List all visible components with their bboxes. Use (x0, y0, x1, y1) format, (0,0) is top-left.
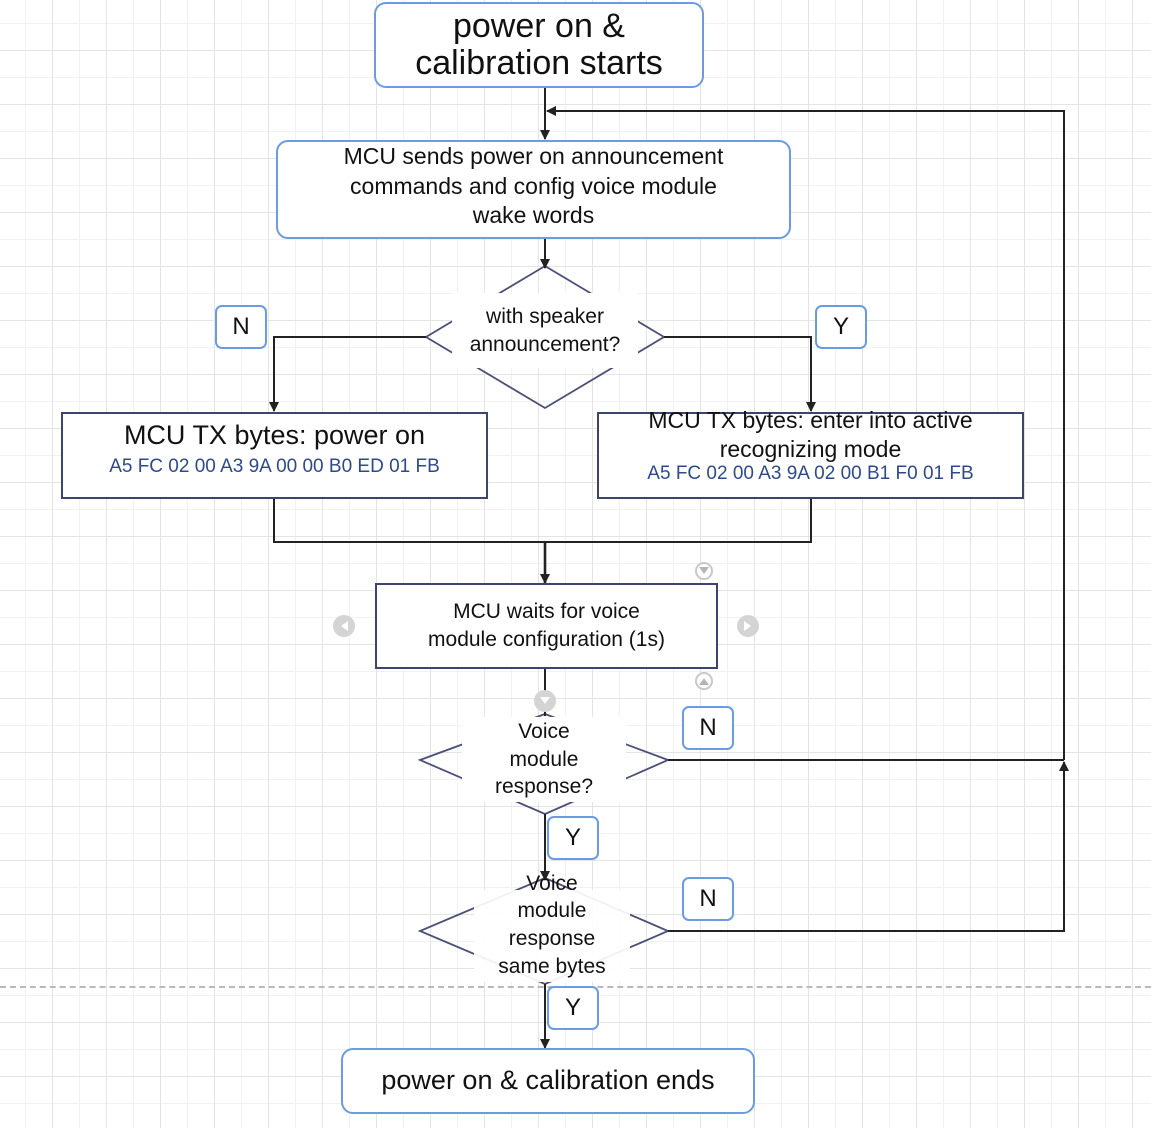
edge-loop-back (546, 106, 1065, 760)
tx-active-process[interactable]: MCU TX bytes: enter into active recogniz… (597, 407, 1024, 499)
edge-merge-left (273, 499, 545, 543)
decision-response-text: Voice module response? (462, 717, 626, 802)
decision-same-label: Voice module response same bytes (498, 871, 606, 978)
branch-label-same-no: N (682, 877, 734, 921)
branch-label-response-no: N (682, 706, 734, 750)
edge-speaker-yes (664, 336, 816, 412)
branch-label-response-yes: Y (547, 816, 599, 860)
branch-label-text: N (232, 313, 250, 340)
announce-process[interactable]: MCU sends power on announcement commands… (276, 140, 791, 239)
edge-speaker-no (269, 336, 426, 412)
tx-power-on-process[interactable]: MCU TX bytes: power on A5 FC 02 00 A3 9A… (61, 412, 488, 499)
branch-label-text: N (699, 714, 717, 741)
wait-label: MCU waits for voice module configuration… (428, 600, 665, 651)
branch-label-yes: Y (815, 305, 867, 349)
connect-handle-right[interactable] (737, 615, 759, 637)
branch-label-text: N (699, 885, 717, 912)
edge-merge-right (545, 499, 812, 543)
branch-label-text: Y (564, 994, 581, 1021)
triangle-up-icon (699, 678, 709, 685)
start-terminal[interactable]: power on & calibration starts (374, 2, 704, 88)
connect-handle-top[interactable] (695, 562, 713, 580)
tx-power-on-bytes: A5 FC 02 00 A3 9A 00 00 B0 ED 01 FB (109, 455, 440, 477)
triangle-down-icon (540, 697, 550, 704)
decision-same-text: Voice module response same bytes (474, 872, 630, 982)
triangle-down-icon (699, 567, 709, 574)
start-label: power on & calibration starts (415, 7, 663, 82)
tx-active-title: MCU TX bytes: enter into active recogniz… (648, 407, 973, 463)
connect-handle-below[interactable] (534, 690, 556, 712)
tx-power-on-title: MCU TX bytes: power on (123, 420, 426, 450)
decision-speaker-label: with speaker announcement? (469, 304, 621, 356)
triangle-right-icon (744, 621, 751, 631)
edge-same-no (668, 761, 1069, 932)
wait-process[interactable]: MCU waits for voice module configuration… (375, 583, 718, 669)
triangle-left-icon (341, 621, 348, 631)
branch-label-text: Y (564, 824, 581, 851)
branch-label-no: N (215, 305, 267, 349)
branch-label-same-yes: Y (547, 986, 599, 1030)
branch-label-text: Y (832, 313, 849, 340)
announce-label: MCU sends power on announcement commands… (343, 142, 724, 229)
end-terminal[interactable]: power on & calibration ends (341, 1048, 755, 1114)
connect-handle-left[interactable] (333, 615, 355, 637)
decision-response-label: Voice module response? (494, 719, 594, 799)
decision-speaker-text: with speaker announcement? (452, 293, 638, 368)
end-label: power on & calibration ends (381, 1065, 715, 1096)
connect-handle-bottom[interactable] (695, 672, 713, 690)
tx-active-bytes: A5 FC 02 00 A3 9A 02 00 B1 F0 01 FB (647, 462, 974, 484)
